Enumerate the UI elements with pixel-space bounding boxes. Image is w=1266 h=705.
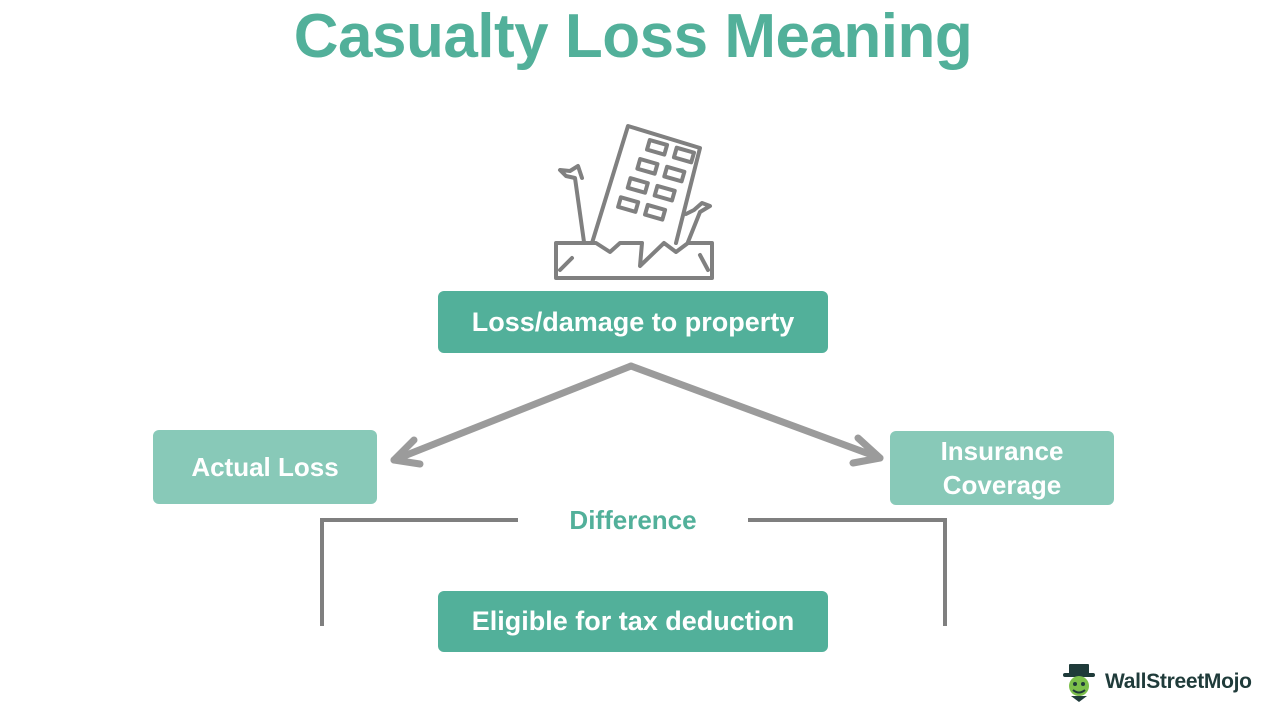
brand-logo: WallStreetMojo xyxy=(1059,662,1259,702)
node-actual-loss: Actual Loss xyxy=(153,430,377,504)
node-label: Insurance Coverage xyxy=(940,436,1064,500)
page-title: Casualty Loss Meaning xyxy=(293,2,973,71)
node-label: Actual Loss xyxy=(191,451,339,482)
node-label: Loss/damage to property xyxy=(471,306,795,337)
brand-name: WallStreetMojo xyxy=(1105,670,1252,693)
node-loss-damage-to-property: Loss/damage to property xyxy=(438,291,828,353)
difference-bracket xyxy=(320,518,947,626)
bracket-left xyxy=(320,518,518,626)
arrow-to-actual-loss xyxy=(390,362,635,464)
difference-label: Difference xyxy=(569,505,697,535)
wallstreetmojo-logo-icon xyxy=(1063,664,1095,702)
arrow-head-left xyxy=(390,436,424,468)
node-eligible-for-tax-deduction: Eligible for tax deduction xyxy=(438,591,828,652)
node-label: Eligible for tax deduction xyxy=(471,606,795,636)
arrows xyxy=(390,362,884,468)
arrow-to-insurance-coverage xyxy=(627,362,884,462)
node-insurance-coverage: Insurance Coverage xyxy=(890,431,1114,505)
arrow-head-right xyxy=(849,434,884,467)
bracket-right xyxy=(748,518,947,626)
